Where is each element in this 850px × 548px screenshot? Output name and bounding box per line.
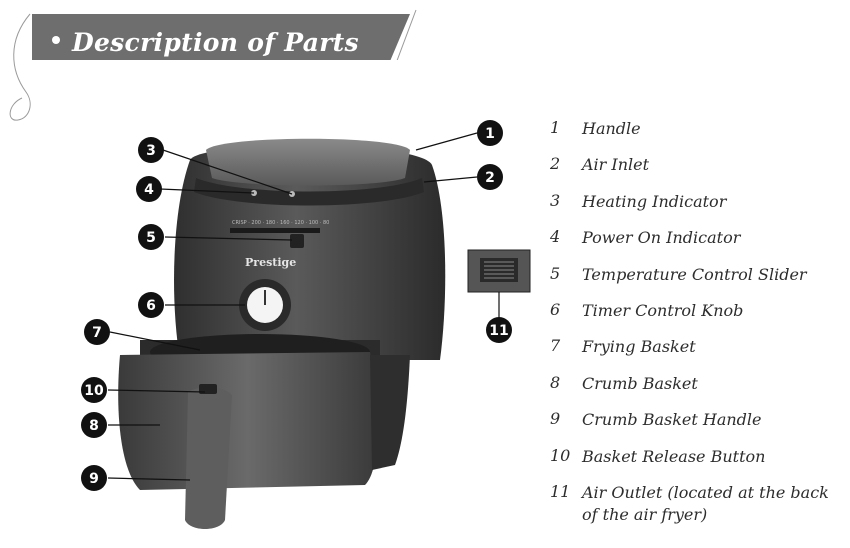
part-label: Crumb Basket Handle — [582, 410, 762, 430]
part-number: 10 — [550, 445, 571, 465]
title-banner — [24, 9, 424, 66]
callout-2: 2 — [477, 164, 503, 190]
banner-bullet — [52, 36, 60, 44]
part-item: 6 Timer Control Knob — [550, 300, 850, 336]
part-item: 3 Heating Indicator — [550, 191, 850, 227]
part-label: Power On Indicator — [582, 228, 741, 248]
parts-list: 1 Handle 2 Air Inlet 3 Heating Indicator… — [550, 118, 850, 532]
part-number: 2 — [550, 154, 561, 174]
callout-10: 10 — [81, 377, 107, 403]
svg-text:9: 9 — [89, 471, 99, 487]
part-number: 3 — [550, 190, 561, 210]
part-number: 9 — [550, 409, 561, 429]
part-label: Crumb Basket — [582, 373, 698, 393]
part-item: 4 Power On Indicator — [550, 227, 850, 263]
callout-3: 3 — [138, 137, 164, 163]
part-item: 2 Air Inlet — [550, 154, 850, 190]
brand-logo: Prestige — [245, 256, 296, 269]
fryer-handle — [206, 138, 410, 186]
svg-text:1: 1 — [485, 126, 495, 142]
part-number: 8 — [550, 372, 561, 392]
part-number: 4 — [550, 227, 561, 247]
part-item: 11 Air Outlet (located at the back of th… — [550, 482, 850, 532]
part-number: 7 — [550, 336, 561, 356]
svg-text:6: 6 — [146, 298, 156, 314]
part-item: 1 Handle — [550, 118, 850, 154]
svg-text:4: 4 — [144, 182, 154, 198]
part-number: 5 — [550, 263, 561, 283]
part-item: 7 Frying Basket — [550, 336, 850, 372]
crumb-basket — [118, 352, 377, 490]
part-item: 5 Temperature Control Slider — [550, 264, 850, 300]
svg-text:2: 2 — [485, 170, 495, 186]
svg-text:8: 8 — [89, 418, 99, 434]
part-item: 10 Basket Release Button — [550, 446, 850, 482]
callout-1: 1 — [477, 120, 503, 146]
part-item: 8 Crumb Basket — [550, 373, 850, 409]
decorative-swirl — [9, 13, 31, 121]
svg-text:10: 10 — [84, 383, 104, 399]
callout-4: 4 — [136, 176, 162, 202]
callout-6: 6 — [138, 292, 164, 318]
part-label: Timer Control Knob — [582, 300, 744, 320]
part-number: 6 — [550, 299, 561, 319]
callout-5: 5 — [138, 224, 164, 250]
part-label: Heating Indicator — [582, 191, 727, 211]
part-label: Temperature Control Slider — [582, 264, 807, 284]
part-item: 9 Crumb Basket Handle — [550, 409, 850, 445]
svg-text:5: 5 — [146, 230, 156, 246]
part-number: 11 — [550, 481, 571, 501]
svg-text:11: 11 — [489, 323, 508, 339]
part-label: Handle — [582, 119, 641, 138]
temperature-scale: CRISP · 200 · 180 · 160 · 120 · 100 · 80 — [232, 220, 329, 226]
part-label: Frying Basket — [582, 337, 696, 357]
leader-lines — [107, 132, 500, 481]
callout-11: 11 — [486, 317, 512, 343]
svg-text:7: 7 — [92, 325, 102, 341]
temperature-slider-handle — [290, 234, 304, 248]
part-label: Air Outlet (located at the back of the a… — [582, 482, 829, 524]
page-title: Description of Parts — [72, 28, 359, 57]
part-number: 1 — [550, 118, 561, 137]
part-label: Basket Release Button — [582, 446, 766, 466]
temperature-slider-track — [230, 228, 320, 233]
callout-9: 9 — [81, 465, 107, 491]
svg-text:3: 3 — [146, 143, 156, 159]
callout-8: 8 — [81, 412, 107, 438]
part-label: Air Inlet — [582, 155, 650, 175]
crumb-basket-handle — [185, 387, 232, 529]
callout-7: 7 — [84, 319, 110, 345]
